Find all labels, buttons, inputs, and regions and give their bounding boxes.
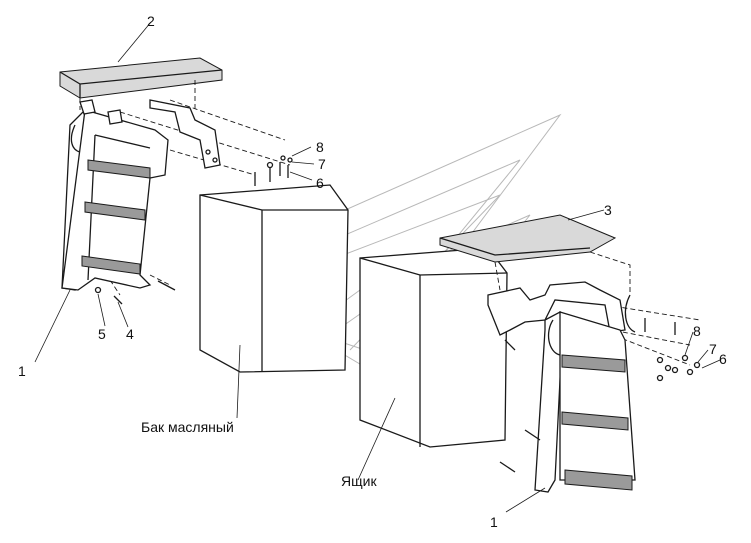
left-ladder <box>61 99 221 305</box>
box <box>359 247 508 448</box>
callout-5: 5 <box>98 326 106 342</box>
callout-1-right: 1 <box>490 514 498 530</box>
left-fasteners <box>205 149 293 186</box>
callout-7-top: 7 <box>318 156 326 172</box>
callout-6-right: 6 <box>719 351 727 367</box>
right-ladder <box>487 281 676 493</box>
box-label: Ящик <box>341 473 377 489</box>
callout-numbers: 2 3 1 5 4 8 7 6 1 8 7 6 <box>18 13 727 530</box>
left-step-cover <box>59 57 223 99</box>
right-fasteners <box>656 354 701 382</box>
callout-6-top: 6 <box>316 175 324 191</box>
callout-8-right: 8 <box>693 323 701 339</box>
callout-2: 2 <box>147 13 155 29</box>
oil-tank <box>199 184 349 373</box>
oil-tank-label: Бак масляный <box>141 419 234 435</box>
callout-8-top: 8 <box>316 139 324 155</box>
callout-4: 4 <box>126 326 134 342</box>
part-labels: Бак масляный Ящик <box>141 419 377 489</box>
callout-3: 3 <box>604 202 612 218</box>
callout-1-left: 1 <box>18 363 26 379</box>
callout-7-right: 7 <box>709 341 717 357</box>
leader-lines <box>34 21 721 513</box>
